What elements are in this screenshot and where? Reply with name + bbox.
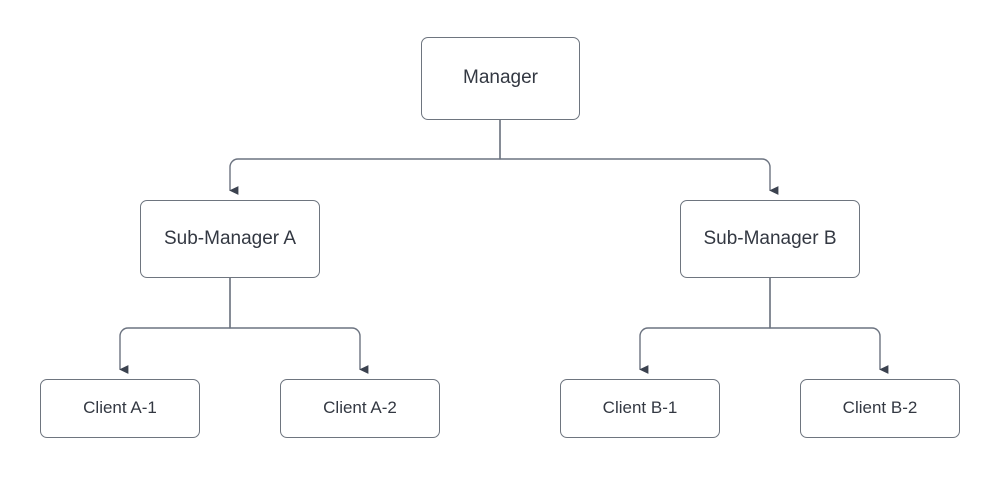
node-client-a-2[interactable]: Client A-2 (280, 379, 440, 438)
node-sub-manager-b[interactable]: Sub-Manager B (680, 200, 860, 278)
edge-sub-a-to-client-a-1 (119, 278, 231, 374)
node-sub-manager-b-label: Sub-Manager B (703, 227, 837, 249)
edge-sub-b-to-client-b-1 (639, 278, 771, 374)
node-client-a-2-label: Client A-2 (323, 398, 397, 418)
node-client-b-2[interactable]: Client B-2 (800, 379, 960, 438)
node-client-b-1[interactable]: Client B-1 (560, 379, 720, 438)
edge-sub-b-to-client-b-2 (769, 278, 889, 374)
node-sub-manager-a[interactable]: Sub-Manager A (140, 200, 320, 278)
node-client-b-2-label: Client B-2 (842, 398, 918, 418)
edge-manager-to-sub-a (229, 120, 501, 195)
node-client-a-1[interactable]: Client A-1 (40, 379, 200, 438)
node-sub-manager-a-label: Sub-Manager A (163, 227, 297, 249)
node-client-a-1-label: Client A-1 (83, 398, 157, 418)
node-manager[interactable]: Manager (421, 37, 580, 120)
edge-manager-to-sub-b (499, 120, 779, 195)
node-client-b-1-label: Client B-1 (602, 398, 678, 418)
node-manager-label: Manager (463, 67, 538, 89)
edge-sub-a-to-client-a-2 (229, 278, 369, 374)
